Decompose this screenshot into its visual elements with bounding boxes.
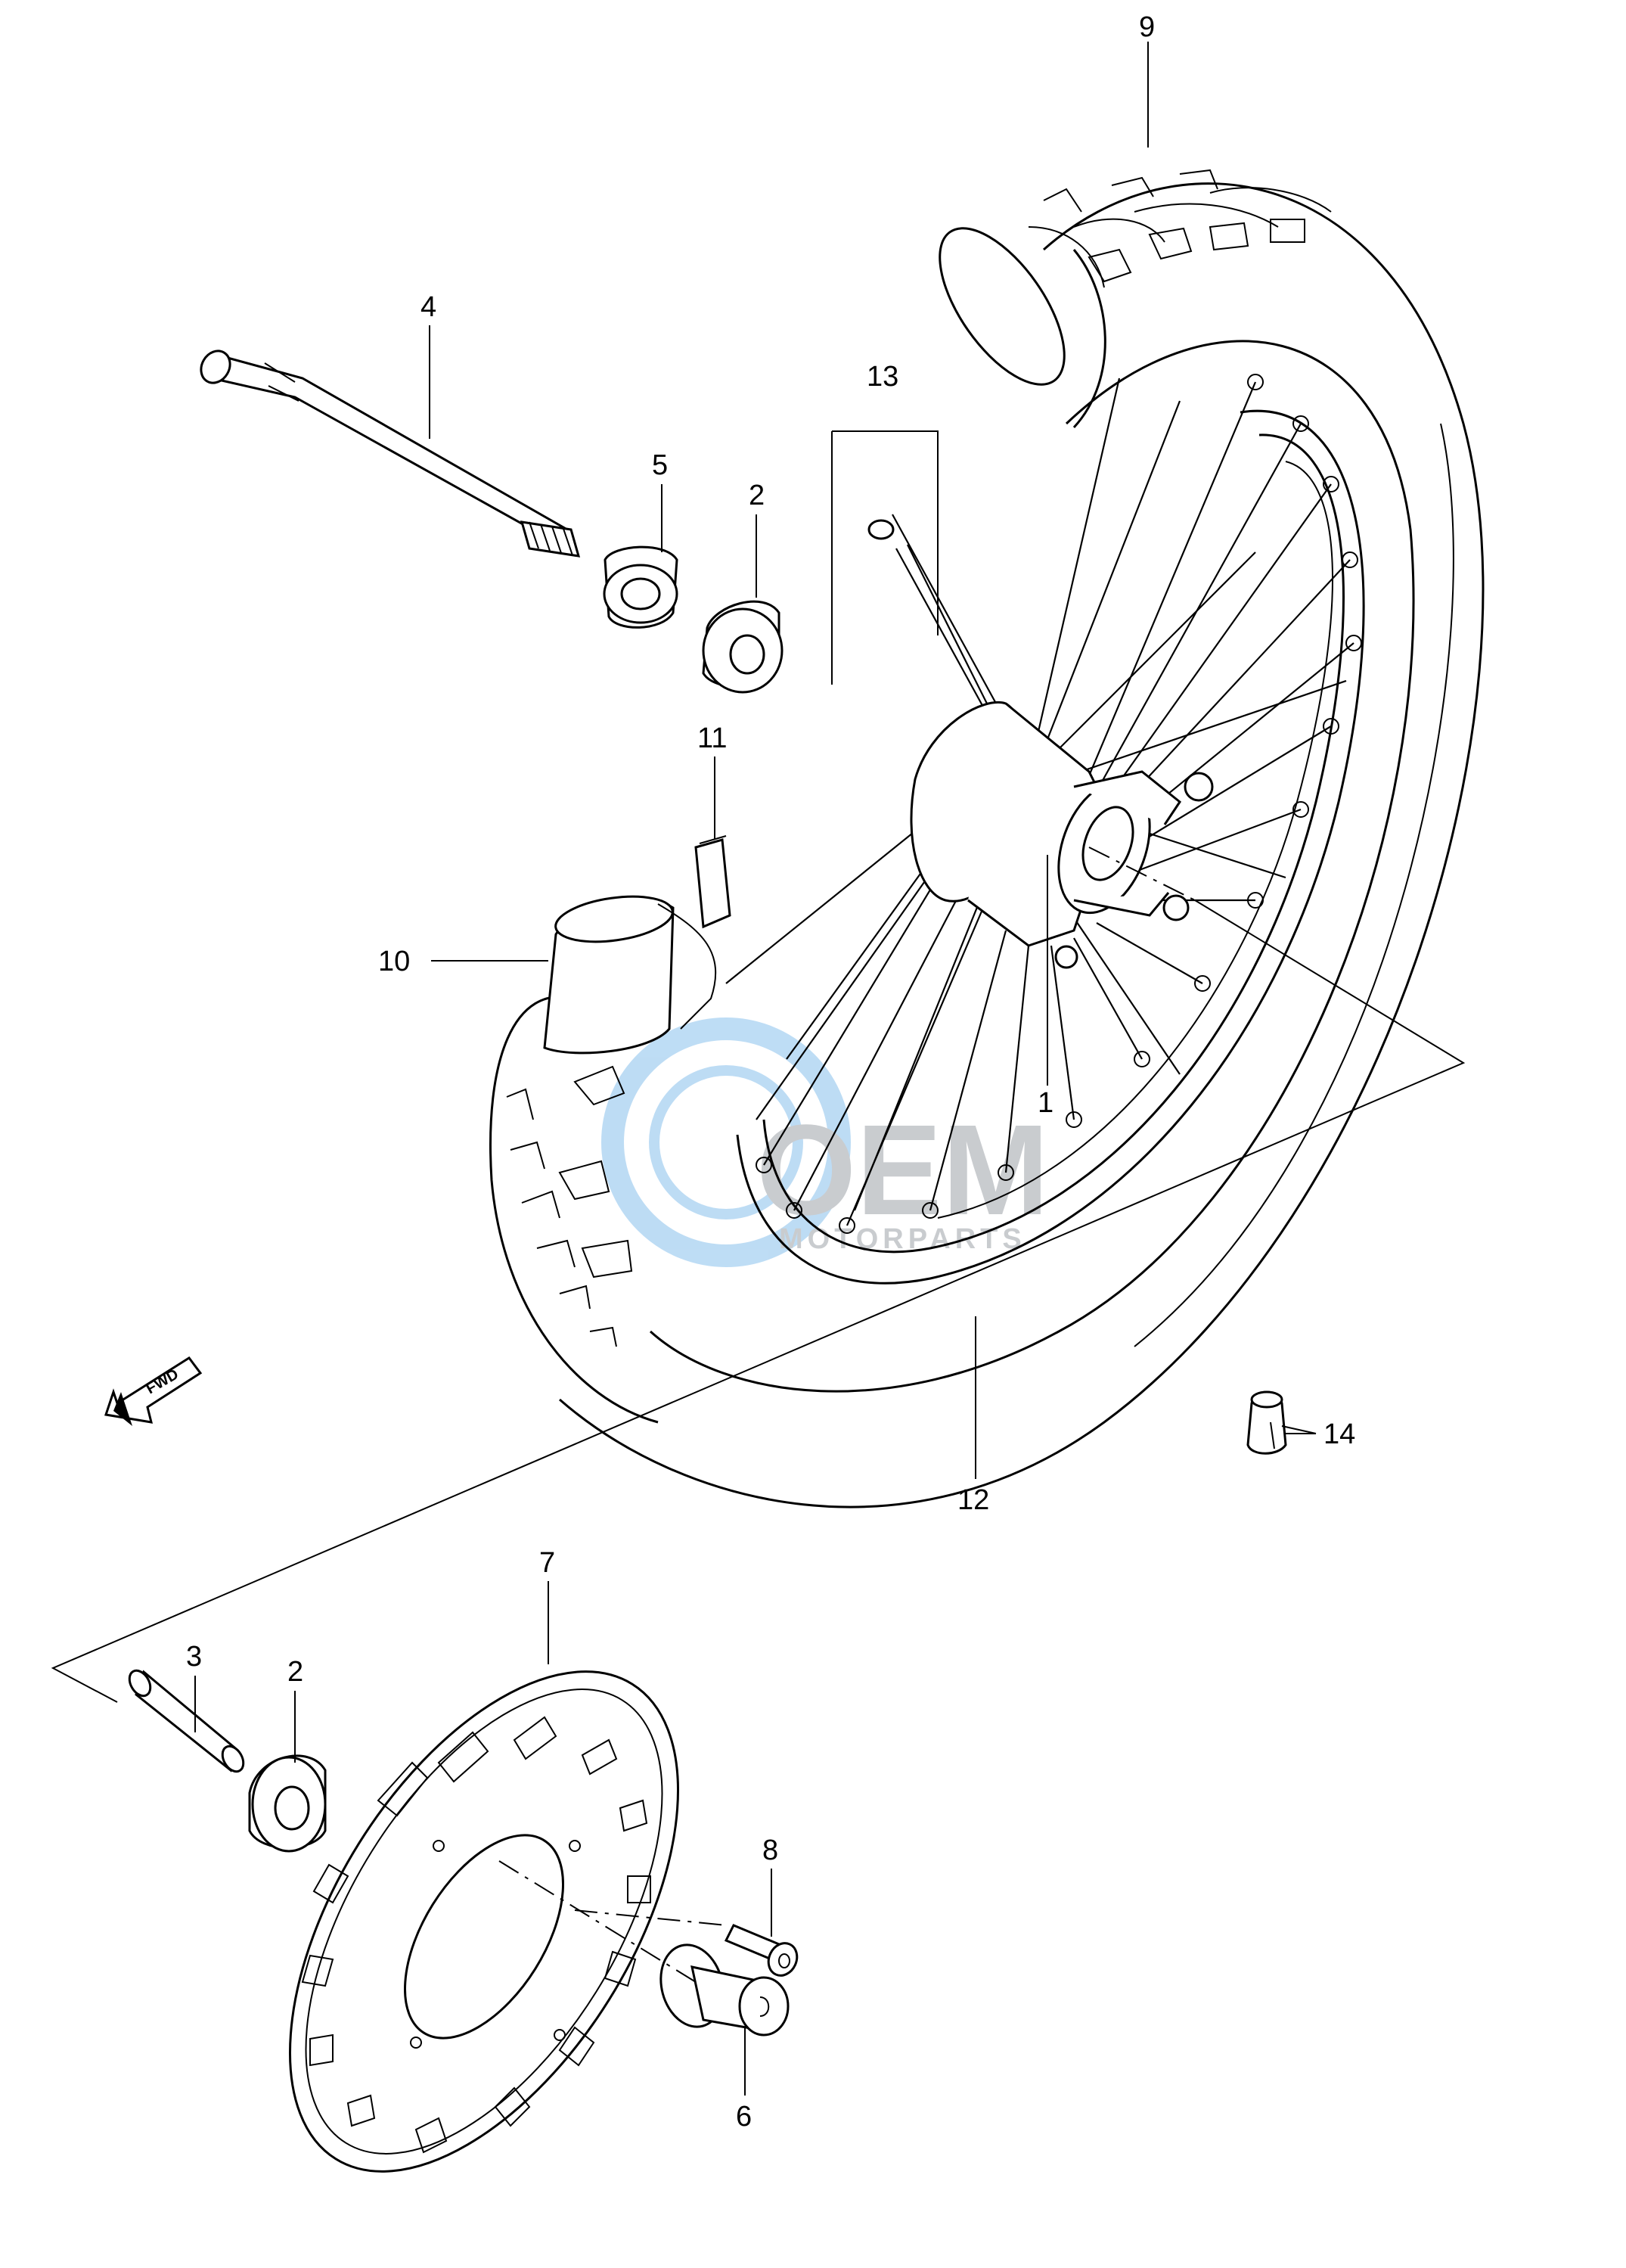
brake-disc: [289, 1670, 679, 2173]
callouts: 1 2 2 3 4 5 6 7 8 9 10 11 12 13 14: [186, 11, 1355, 2133]
callout-4: 4: [420, 291, 436, 323]
callout-13: 13: [867, 361, 898, 393]
callout-6: 6: [736, 2101, 752, 2133]
callout-5: 5: [652, 449, 668, 481]
callout-10: 10: [378, 946, 410, 977]
center-axis: [498, 847, 1196, 1983]
callout-12: 12: [957, 1484, 989, 1516]
leader-lines: [194, 42, 1317, 2096]
collar: [659, 1943, 790, 2037]
rim-band: [694, 835, 731, 929]
bearing-upper: [702, 600, 784, 694]
exploded-guide-lines: [51, 899, 1466, 1703]
watermark-logo: OEM MOTORPARTS: [601, 1017, 1049, 1267]
callout-9: 9: [1139, 11, 1155, 43]
callout-11: 11: [697, 722, 727, 754]
fwd-arrow-icon: FWD: [104, 1356, 203, 1426]
bearing-lower: [248, 1754, 327, 1853]
valve-cap: [1246, 1390, 1287, 1455]
callout-2b: 2: [287, 1656, 303, 1688]
callout-1: 1: [1038, 1087, 1053, 1119]
callout-7: 7: [539, 1547, 555, 1579]
callout-3: 3: [186, 1641, 202, 1673]
tire: [489, 169, 1485, 1508]
rim: [736, 409, 1365, 1285]
callout-14: 14: [1323, 1418, 1355, 1450]
hub: [910, 701, 1214, 969]
spacer-collar: [603, 545, 678, 629]
callout-2a: 2: [749, 480, 765, 511]
disc-bolt: [724, 1924, 799, 1977]
distance-collar: [128, 1669, 245, 1773]
axle: [200, 350, 581, 558]
tube: [543, 895, 717, 1055]
callout-8: 8: [762, 1835, 778, 1866]
watermark-brand: OEM: [756, 1098, 1049, 1242]
